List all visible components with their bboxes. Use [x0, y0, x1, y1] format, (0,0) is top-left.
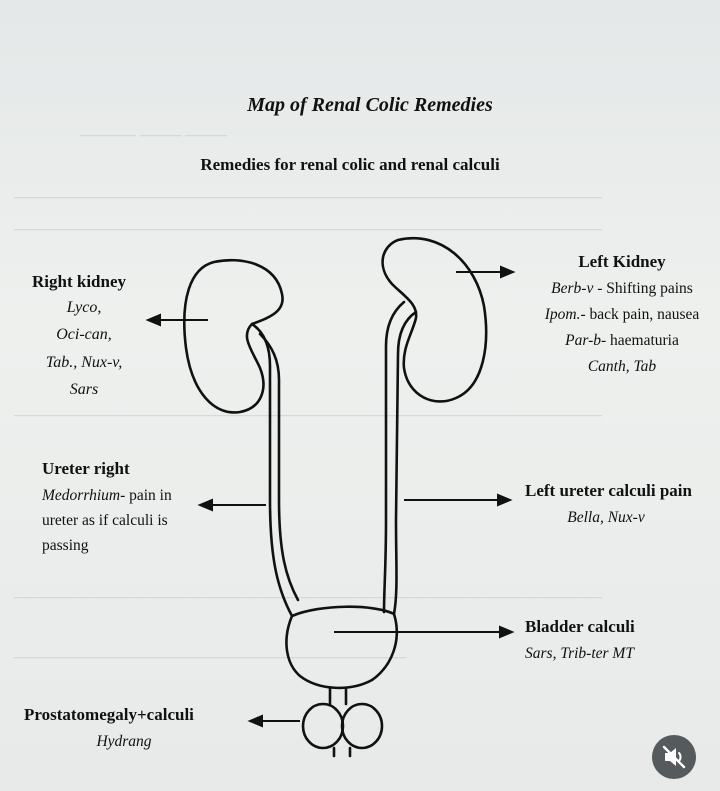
left-kidney-line: Ipom.- back pain, nausea [545, 306, 700, 324]
bleed-through-text: ――――――――――――――――――――――――――――――――――――――――… [14, 222, 602, 237]
left-kidney-remedy: Berb-v [551, 280, 594, 297]
prostate-lobe-left [301, 702, 345, 750]
speaker-muted-icon [662, 745, 686, 769]
left-kidney-heading: Left Kidney [578, 252, 666, 271]
prostate-lobe-right [340, 702, 384, 750]
right-kidney-outline [183, 258, 284, 414]
ureter-right-remedy: Medorrhium [42, 487, 121, 504]
right-kidney-remedy: Lyco, [66, 299, 102, 316]
bleed-through-text: ――――――――――――――――――――――――――――――――――――――――… [14, 408, 602, 423]
arrow-head [499, 625, 515, 639]
bleed-through-text: ―――――――――――――――――――――――――――― [14, 650, 406, 665]
left-kidney-remedy: Canth, Tab [587, 358, 657, 375]
ureter-right-heading: Ureter right [42, 459, 130, 478]
mute-button[interactable] [652, 735, 696, 779]
left-ureter-remedies: Bella, Nux-v [567, 509, 645, 526]
arrow-head [500, 265, 516, 279]
bleed-through-text: ―――― ――― ――― [80, 128, 227, 143]
left-kidney-line: Canth, Tab [588, 358, 656, 376]
prostate-remedies: Hydrang [96, 733, 152, 750]
left-kidney-remedy: Par-b [565, 332, 601, 349]
left-kidney-note: - Shifting pains [593, 280, 693, 297]
right-kidney-remedy: Sars [69, 381, 99, 398]
bladder-outline [285, 605, 399, 690]
bleed-through-text: ――――――――――――――――――――――――――――――――――――――――… [14, 190, 602, 205]
arrow-head [247, 714, 263, 728]
right-kidney-heading: Right kidney [32, 272, 126, 291]
left-kidney-line: Berb-v - Shifting pains [551, 280, 693, 298]
left-kidney-note: - haematuria [600, 332, 679, 349]
ureter-right-note: - pain in [120, 487, 172, 504]
bleed-through-text: ――――――――――――――――――――――――――――――――――――――――… [14, 590, 602, 605]
bladder-remedies: Sars, Trib-ter MT [525, 645, 634, 662]
page-subtitle: Remedies for renal colic and renal calcu… [200, 155, 500, 174]
left-kidney-line: Par-b- haematuria [565, 332, 679, 350]
page-title: Map of Renal Colic Remedies [247, 94, 493, 116]
right-ureter [258, 332, 300, 602]
ureter-right-note: ureter as if calculi is [42, 512, 168, 529]
left-kidney-outline [381, 237, 488, 403]
right-kidney-remedy: Oci-can, [56, 326, 112, 343]
arrow-head [497, 493, 513, 507]
left-kidney-remedy: Ipom. [544, 306, 581, 323]
left-kidney-note: - back pain, nausea [580, 306, 700, 323]
ureter-right-note: passing [42, 537, 89, 554]
arrow-head [145, 313, 161, 327]
right-kidney-remedy: Tab., Nux-v, [45, 354, 123, 371]
prostate-heading: Prostatomegaly+calculi [24, 705, 194, 724]
left-ureter [382, 300, 406, 614]
arrow-head [197, 498, 213, 512]
left-ureter [392, 310, 418, 616]
ureter-right-line: Medorrhium- pain in [42, 487, 172, 505]
bladder-heading: Bladder calculi [525, 617, 635, 636]
left-ureter-heading: Left ureter calculi pain [525, 481, 692, 500]
